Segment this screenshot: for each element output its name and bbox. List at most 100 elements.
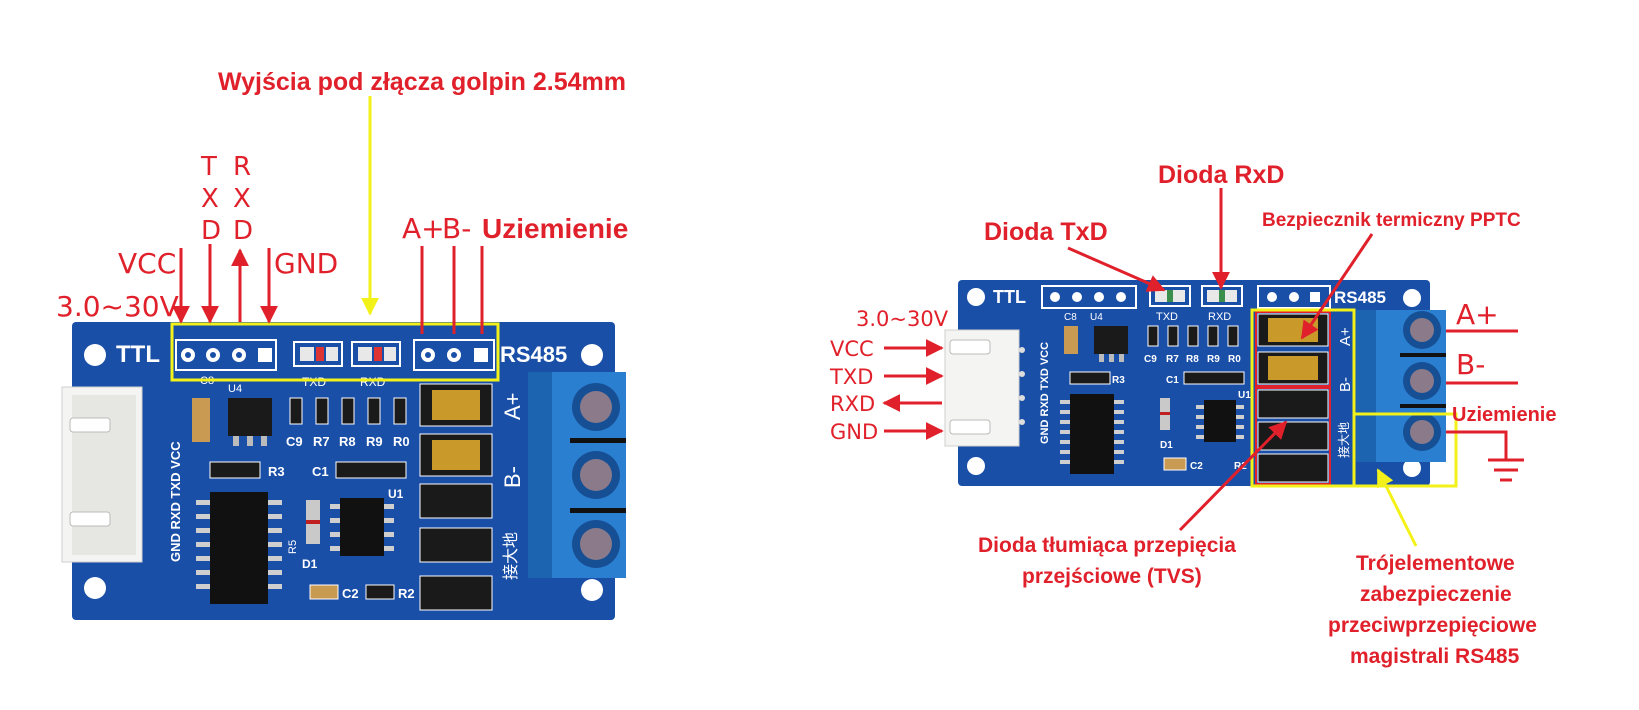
left-header-highlight (170, 322, 500, 382)
left-mount-hole (84, 577, 106, 599)
left-silk-r3: R3 (268, 464, 285, 479)
right-silk-c2: C2 (1190, 461, 1203, 472)
right-resistor-row (1147, 325, 1239, 347)
left-capacitor-c2 (309, 584, 339, 600)
right-label-voltage: 3.0~30V (856, 307, 949, 331)
left-silk-header-labels: GND RXD TXD VCC (168, 441, 183, 562)
left-silk-rxd: RXD (360, 375, 386, 389)
left-silk-ground-chip: 接大地 (502, 532, 520, 580)
right-mount-hole (967, 288, 985, 306)
left-label-gnd: GND (274, 247, 338, 280)
right-tvs-diodes (1257, 389, 1329, 483)
right-tvs-frame (1255, 387, 1331, 485)
right-label-gnd: GND (830, 420, 878, 444)
right-arrow-tvs (1178, 420, 1288, 532)
left-regulator-u4 (228, 398, 272, 446)
left-label-txd-3: D (201, 216, 221, 246)
left-resistor-row (289, 397, 407, 425)
right-label-dioda-rxd: Dioda RxD (1158, 161, 1284, 189)
left-silk-aplus: A+ (500, 392, 525, 420)
left-silk-r5: R5 (287, 540, 299, 554)
right-mount-hole (1403, 459, 1421, 477)
right-ic-u1 (1196, 400, 1244, 442)
right-annotations: Dioda RxD Dioda TxD Bezpiecznik termiczn… (829, 161, 1556, 668)
left-led-txd (293, 341, 343, 367)
right-board: TTL RS485 TXD RXD (944, 280, 1458, 488)
right-silk-u4: U4 (1090, 312, 1103, 323)
left-led-rxd (351, 341, 401, 367)
left-mount-hole (84, 344, 106, 366)
left-silk-c1: C1 (312, 464, 329, 479)
ground-symbol-icon (1446, 430, 1524, 482)
right-silk-r8: R8 (1186, 354, 1199, 365)
right-arrow-dioda-txd (1067, 246, 1166, 292)
right-silk-ttl: TTL (993, 287, 1026, 307)
left-label-voltage: 3.0~30V (56, 290, 179, 323)
left-mount-hole (581, 344, 603, 366)
right-resistor-r3 (1069, 371, 1111, 385)
right-silk-r7: R7 (1166, 354, 1179, 365)
right-protection-frame-left (1250, 308, 1356, 488)
left-silk-r0: R0 (393, 434, 410, 449)
left-label-rxd-1: R (233, 152, 251, 182)
right-label-tvs-line2: przejściowe (TVS) (1022, 565, 1202, 588)
right-label-protection-line1: Trójelementowe (1356, 552, 1515, 575)
right-capacitor-c2 (1163, 457, 1187, 471)
left-silk-r9: R9 (366, 434, 383, 449)
right-capacitor-c8 (1064, 326, 1078, 354)
right-mount-hole (1403, 289, 1421, 307)
right-led-txd (1149, 285, 1191, 307)
left-mount-hole (581, 579, 603, 601)
left-ic-main (196, 492, 282, 604)
left-label-txd-1: T (200, 152, 217, 182)
right-label-protection-line2: zabezpieczenie (1360, 583, 1512, 606)
right-silk-rxd: RXD (1208, 311, 1231, 323)
left-label-vcc: VCC (118, 247, 176, 280)
right-jst-connector (944, 329, 1025, 447)
left-resistor-r2 (365, 584, 395, 600)
left-silk-ttl: TTL (116, 341, 160, 368)
left-capacitor-c1 (335, 461, 407, 479)
right-ttl-pin-header (1041, 285, 1137, 309)
right-pptc-frame (1255, 311, 1331, 387)
left-label-aplus: A+ (402, 212, 445, 245)
right-led-rxd (1201, 285, 1243, 307)
left-silk-c9: C9 (286, 434, 303, 449)
right-label-protection-line3: przeciwprzepięciowe (1328, 614, 1537, 637)
right-label-tvs-line1: Dioda tłumiąca przepięcia (978, 534, 1236, 557)
right-silk-c1: C1 (1166, 375, 1179, 386)
right-silk-txd: TXD (1156, 311, 1178, 323)
right-capacitor-c1 (1183, 371, 1245, 385)
right-ic-main (1060, 394, 1124, 474)
right-silk-c9: C9 (1144, 354, 1157, 365)
right-arrow-pptc (1300, 233, 1374, 340)
right-silk-header-labels: GND RXD TXD VCC (1039, 342, 1051, 444)
right-regulator-u4 (1094, 326, 1128, 362)
left-label-ground: Uziemienie (482, 213, 628, 244)
right-silk-ground-chip: 接大地 (1336, 422, 1351, 458)
right-label-pptc: Bezpiecznik termiczny PPTC (1262, 210, 1521, 231)
left-label-bminus: B- (442, 212, 471, 245)
right-label-dioda-txd: Dioda TxD (984, 218, 1108, 246)
left-label-header-output: Wyjścia pod złącza golpin 2.54mm (218, 68, 626, 96)
left-pptc-fuses (419, 383, 493, 477)
left-silk-r8: R8 (339, 434, 356, 449)
left-silk-txd: TXD (302, 375, 326, 389)
left-jst-connector (61, 386, 143, 563)
left-terminal-block (528, 372, 626, 578)
right-silk-u1: U1 (1238, 390, 1251, 401)
right-silk-c8: C8 (1064, 312, 1077, 323)
left-silk-bminus: B- (500, 466, 525, 488)
right-silk-rs485: RS485 (1334, 288, 1386, 307)
right-silk-r3: R3 (1112, 375, 1125, 386)
right-label-txd: TXD (829, 365, 873, 389)
right-protection-frame-right (1352, 412, 1458, 488)
right-label-rxd: RXD (830, 392, 875, 416)
left-ttl-pin-header (175, 339, 277, 371)
left-silk-u4: U4 (228, 383, 242, 395)
left-silk-u1: U1 (388, 487, 404, 501)
left-label-txd-2: X (201, 184, 219, 214)
right-mount-hole (967, 457, 985, 475)
right-silk-bminus: B- (1337, 377, 1354, 392)
